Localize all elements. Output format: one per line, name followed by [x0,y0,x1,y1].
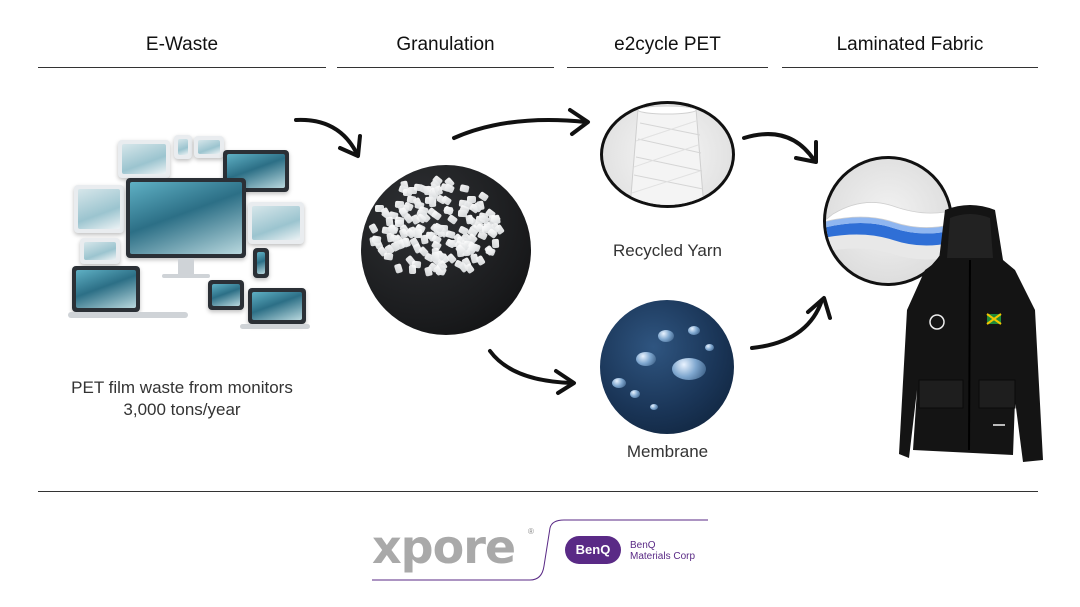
pet-pellet [476,200,485,211]
pet-pellet [431,251,440,262]
pet-pellet [469,244,479,252]
pet-pellet [383,251,393,261]
tablet-left [80,238,120,264]
header-rule-ewaste [38,67,326,68]
ewaste-caption-line2: 3,000 tons/year [123,400,241,419]
laptop-left-base [68,312,188,318]
header-laminated-fabric: Laminated Fabric [836,34,984,55]
pet-pellet [466,195,476,203]
main-monitor [126,178,246,258]
arrow-membrane-to-fabric [750,296,832,350]
recycled-yarn-image [600,101,735,208]
pet-pellet [478,212,489,221]
pet-pellet [491,238,500,249]
monitor-right [248,202,304,244]
footer-divider [38,491,1038,492]
pet-pellet [394,263,404,275]
registered-mark: ® [528,527,534,536]
pet-pellet [368,223,379,235]
arrow-yarn-to-fabric [742,132,818,164]
header-rule-e2cycle [567,67,768,68]
pet-pellets-image [361,165,531,335]
yarn-spool-graphic [629,105,705,205]
header-rule-laminated [782,67,1038,68]
xpore-logo: xpore [372,520,516,574]
monitor-back-center [194,136,224,158]
header-ewaste: E-Waste [145,34,219,55]
water-drop [688,326,700,335]
phone-right [253,248,269,278]
main-monitor-base [162,274,210,278]
ewaste-caption: PET film waste from monitors 3,000 tons/… [38,377,326,421]
water-drop [705,344,714,351]
tablet-back [174,135,192,159]
benq-materials-line2: Materials Corp [630,551,696,562]
water-drop [650,404,658,410]
phone-center [208,280,244,310]
pet-pellet [425,197,435,205]
main-monitor-stand [178,258,194,276]
membrane-label: Membrane [626,442,709,461]
water-drop [630,390,640,398]
arrow-granulation-to-membrane [488,349,576,395]
benq-materials-text: BenQ Materials Corp [630,540,695,562]
header-rule-granulation [337,67,554,68]
laminated-fabric-layers-image [823,156,953,286]
recycled-yarn-label: Recycled Yarn [613,241,722,260]
arrow-ewaste-to-granulation [294,117,362,158]
pet-pellet [446,213,459,225]
monitor-left [74,185,124,233]
monitor-back-left [118,140,170,178]
pet-pellet [440,195,453,207]
header-e2cycle-pet: e2cycle PET [614,34,721,55]
arrow-granulation-to-yarn [452,108,590,140]
water-drop [612,378,626,388]
jacket-image [899,205,1043,462]
water-drop [658,330,674,342]
benq-materials-line1: BenQ [630,540,656,551]
pet-pellet [403,188,413,197]
header-granulation: Granulation [396,34,495,55]
ewaste-devices-image [68,130,310,340]
pet-pellet [415,228,423,239]
water-drop [672,358,706,380]
benq-logo: BenQ [565,536,621,564]
laptop-right-base [240,324,310,329]
laptop-right [248,288,306,324]
pet-pellet [413,183,424,192]
membrane-image [600,300,734,434]
pet-pellet [459,184,470,194]
water-drop [636,352,656,366]
ewaste-caption-line1: PET film waste from monitors [71,378,293,397]
pet-pellet [408,265,416,275]
logo-divider-curve [372,519,708,581]
pet-pellet [430,210,442,222]
laptop-left [72,266,140,312]
fabric-layers-graphic [826,202,950,260]
